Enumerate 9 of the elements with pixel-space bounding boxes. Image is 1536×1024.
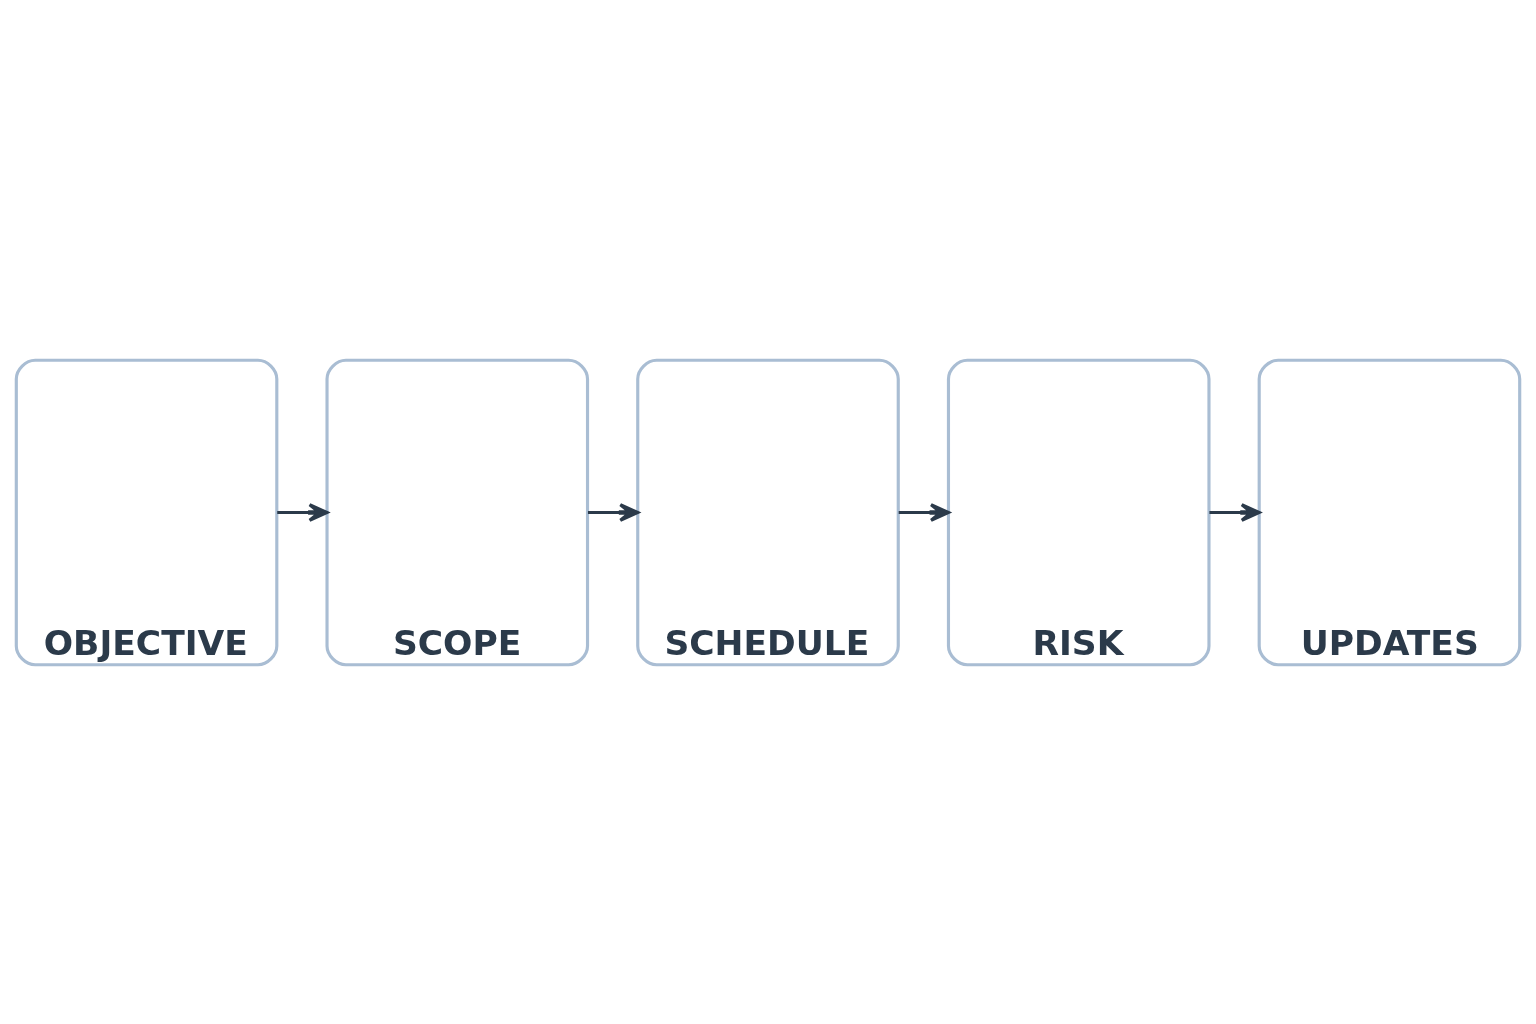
node-box: SCHEDULE <box>636 358 900 666</box>
arrow <box>1209 502 1261 522</box>
node-box: UPDATES <box>1257 358 1522 666</box>
arrow <box>277 502 329 522</box>
node-box: SCOPE <box>325 358 590 666</box>
node-box: RISK <box>946 358 1211 666</box>
arrow <box>898 502 950 522</box>
node-box: OBJECTIVE <box>14 358 279 666</box>
arrow <box>587 502 640 522</box>
